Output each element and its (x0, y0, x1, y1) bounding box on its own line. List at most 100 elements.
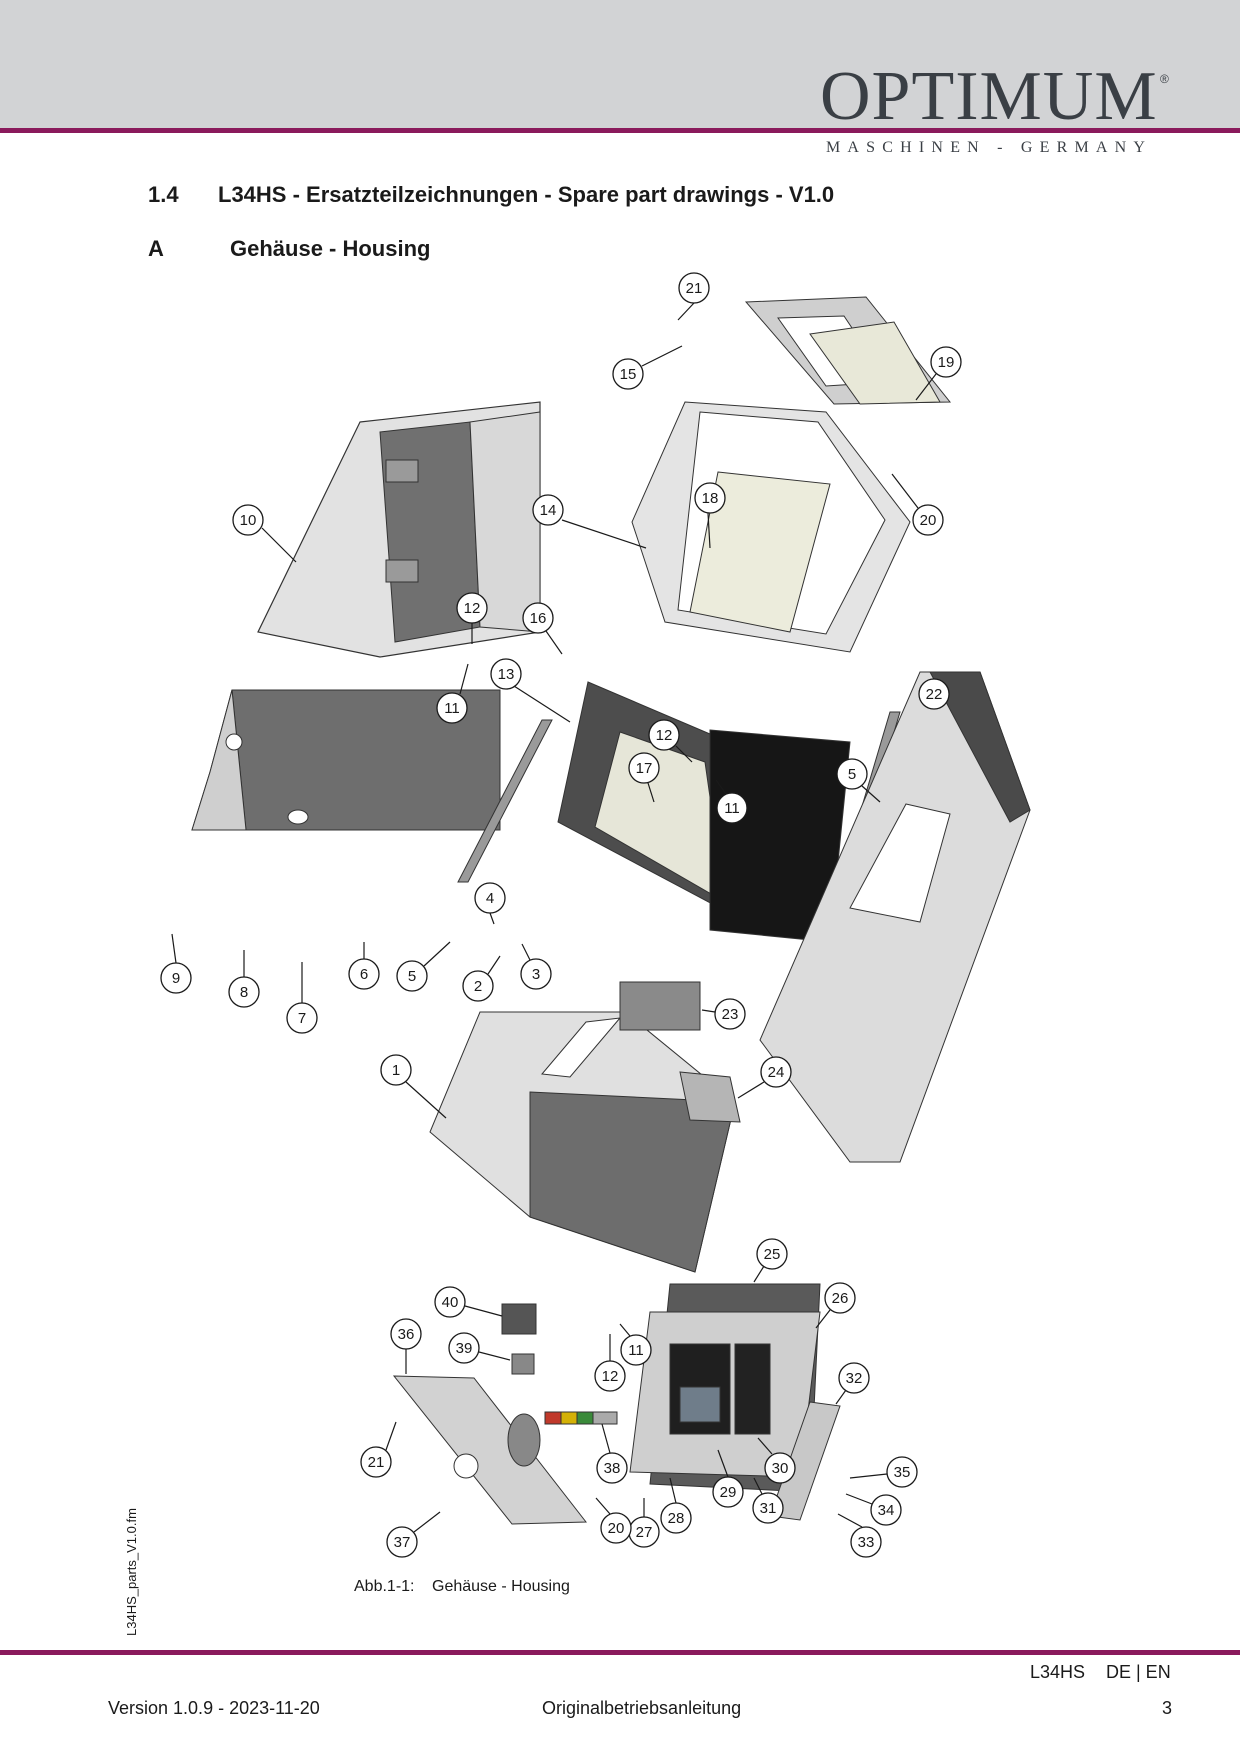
part-callout-6: 6 (348, 958, 380, 990)
part-control-panel (629, 1283, 821, 1493)
svg-text:19: 19 (938, 354, 955, 371)
part-callout-14: 14 (532, 494, 564, 526)
svg-text:27: 27 (636, 1524, 653, 1541)
part-callout-12b: 12 (648, 719, 680, 751)
svg-text:30: 30 (772, 1460, 789, 1477)
part-callout-19: 19 (930, 346, 962, 378)
svg-text:37: 37 (394, 1534, 411, 1551)
part-callout-16: 16 (522, 602, 554, 634)
part-callout-26: 26 (824, 1282, 856, 1314)
footer-version: Version 1.0.9 - 2023-11-20 (108, 1698, 320, 1718)
part-callout-30: 30 (764, 1452, 796, 1484)
part-callout-11b: 11 (716, 792, 748, 824)
part-callout-1: 1 (380, 1054, 412, 1086)
part-plate (679, 1071, 741, 1123)
part-callout-9: 9 (160, 962, 192, 994)
svg-text:8: 8 (240, 984, 248, 1001)
part-callout-25: 25 (756, 1238, 788, 1270)
part-callout-36: 36 (390, 1318, 422, 1350)
figure-caption: Abb.1-1: Gehäuse - Housing (354, 1578, 570, 1596)
subsection-letter: A (148, 236, 164, 261)
svg-text:39: 39 (456, 1340, 473, 1357)
svg-text:7: 7 (298, 1010, 306, 1027)
part-base-plate (392, 1375, 588, 1525)
svg-text:2: 2 (474, 978, 482, 995)
svg-text:23: 23 (722, 1006, 739, 1023)
svg-text:11: 11 (724, 800, 740, 817)
part-callout-11c: 11 (620, 1334, 652, 1366)
part-callout-22: 22 (918, 678, 950, 710)
part-callout-38: 38 (596, 1452, 628, 1484)
part-callout-20: 20 (912, 504, 944, 536)
svg-text:1: 1 (392, 1062, 400, 1079)
svg-text:22: 22 (926, 686, 943, 703)
svg-text:5: 5 (848, 766, 856, 783)
registered-mark: ® (1160, 72, 1169, 86)
part-callout-27: 27 (628, 1516, 660, 1548)
part-callout-8: 8 (228, 976, 260, 1008)
part-callout-21: 21 (678, 272, 710, 304)
part-callout-18: 18 (694, 482, 726, 514)
part-callout-40: 40 (434, 1286, 466, 1318)
exploded-parts-drawing: 21 15 19 20 14 18 10 12 16 13 11 22 12 1… (160, 272, 1031, 1558)
part-callout-15: 15 (612, 358, 644, 390)
svg-text:15: 15 (620, 366, 637, 383)
part-callout-32: 32 (838, 1362, 870, 1394)
svg-text:4: 4 (486, 890, 494, 907)
figure-caption-label: Abb.1-1: (354, 1578, 415, 1595)
svg-text:21: 21 (686, 280, 703, 297)
part-callout-10: 10 (232, 504, 264, 536)
part-callout-21b: 21 (360, 1446, 392, 1478)
part-callout-12c: 12 (594, 1360, 626, 1392)
footer-document-title: Originalbetriebsanleitung (542, 1698, 742, 1718)
subsection-title: Gehäuse - Housing (230, 236, 431, 261)
svg-text:12: 12 (656, 727, 673, 744)
part-callout-33: 33 (850, 1526, 882, 1558)
footer-rule (0, 1650, 1240, 1655)
svg-text:35: 35 (894, 1464, 911, 1481)
header-band (0, 0, 1240, 128)
page-number: 3 (1162, 1698, 1173, 1718)
svg-text:29: 29 (720, 1484, 737, 1501)
part-callout-7: 7 (286, 1002, 318, 1034)
svg-text:33: 33 (858, 1534, 875, 1551)
part-callout-4: 4 (474, 882, 506, 914)
part-component-39 (511, 1353, 535, 1375)
part-callout-31: 31 (752, 1492, 784, 1524)
header-rule (0, 128, 1240, 133)
svg-text:24: 24 (768, 1064, 785, 1081)
footer-languages: DE | EN (1106, 1662, 1171, 1682)
part-callout-39: 39 (448, 1332, 480, 1364)
part-side-panel (759, 671, 1031, 1163)
part-top-cover (257, 401, 541, 658)
part-callout-3: 3 (520, 958, 552, 990)
svg-text:12: 12 (464, 600, 481, 617)
svg-text:26: 26 (832, 1290, 849, 1307)
svg-text:17: 17 (636, 760, 653, 777)
figure-caption-text: Gehäuse - Housing (432, 1578, 570, 1595)
part-callout-2: 2 (462, 970, 494, 1002)
part-component-40 (501, 1303, 537, 1335)
section-number: 1.4 (148, 182, 179, 207)
part-main-housing (429, 1011, 736, 1273)
svg-text:10: 10 (240, 512, 257, 529)
part-upper-hood (631, 401, 911, 653)
svg-text:11: 11 (628, 1342, 644, 1359)
part-callout-20b: 20 (600, 1512, 632, 1544)
brand-logo: OPTIMUM (820, 58, 1158, 135)
svg-text:14: 14 (540, 502, 557, 519)
part-callout-35: 35 (886, 1456, 918, 1488)
part-callout-17: 17 (628, 752, 660, 784)
svg-text:11: 11 (444, 700, 460, 717)
brand-tagline: MASCHINEN - GERMANY (826, 139, 1153, 156)
part-callout-13: 13 (490, 658, 522, 690)
svg-text:20: 20 (608, 1520, 625, 1537)
svg-text:16: 16 (530, 610, 547, 627)
svg-text:12: 12 (602, 1368, 619, 1385)
svg-text:21: 21 (368, 1454, 385, 1471)
part-callout-24: 24 (760, 1056, 792, 1088)
side-file-label: L34HS_parts_V1.0.fm (124, 1508, 139, 1636)
part-top-frame (744, 296, 952, 405)
part-signal-light (544, 1411, 618, 1425)
part-callout-5b: 5 (396, 960, 428, 992)
